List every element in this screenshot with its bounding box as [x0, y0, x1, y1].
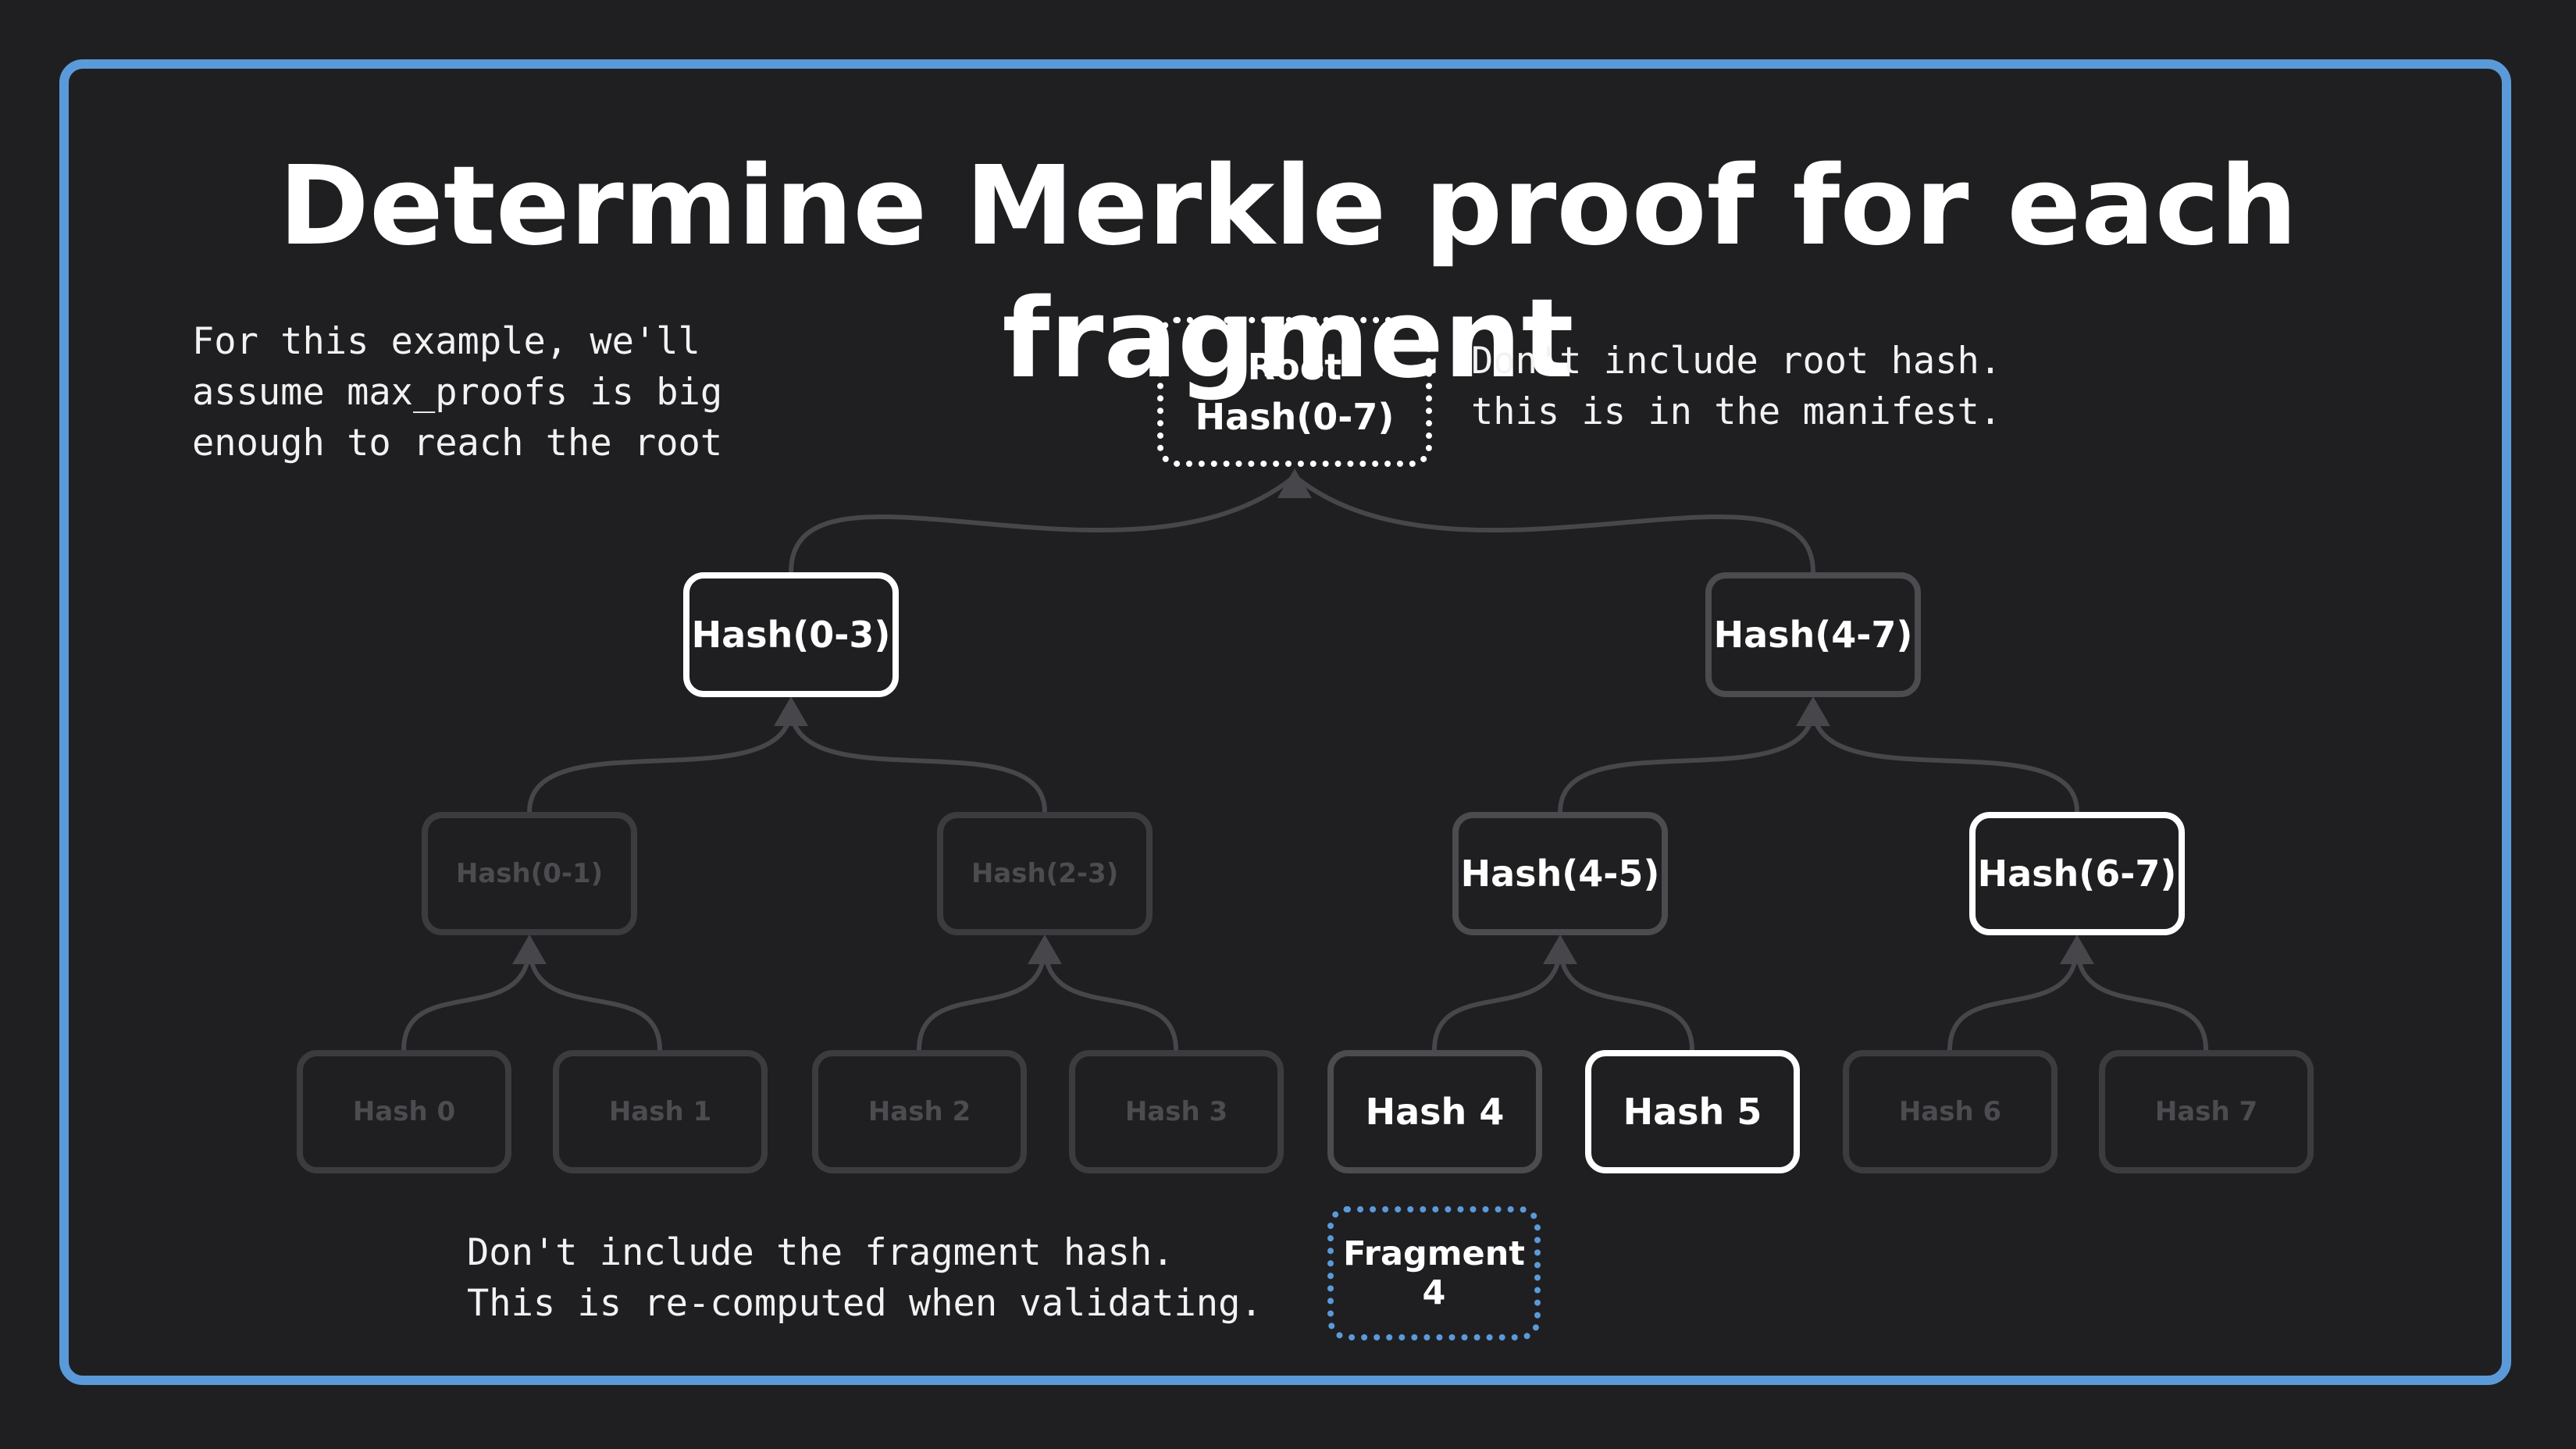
note-fragment-hash: Don't include the fragment hash. This is…: [467, 1231, 1263, 1325]
node-hash-6: Hash 6: [1843, 1050, 2058, 1173]
link-h2-h23: [917, 942, 1047, 1052]
note-max-proofs: For this example, we'll assume max_proof…: [192, 320, 723, 465]
link-h3-h23: [1042, 942, 1178, 1052]
link-h47-root: [1292, 474, 1815, 575]
node-hash-2-3: Hash(2-3): [937, 812, 1153, 935]
arrowhead-h45: [1543, 935, 1577, 964]
node-hash-1: Hash 1: [553, 1050, 768, 1173]
node-hash-0-1: Hash(0-1): [422, 812, 637, 935]
arrowhead-h67: [2060, 935, 2094, 964]
node-hash-0-3: Hash(0-3): [683, 572, 899, 697]
arrowhead-h03: [774, 696, 808, 726]
node-fragment-4: Fragment 4: [1327, 1206, 1541, 1340]
link-h1-h01: [527, 942, 662, 1052]
node-hash-7: Hash 7: [2099, 1050, 2314, 1173]
link-h5-h45: [1558, 942, 1694, 1052]
arrowhead-h23: [1028, 935, 1062, 964]
link-h45-h47: [1558, 704, 1815, 814]
arrowhead-root: [1277, 468, 1312, 498]
note-root-hash: Don't include root hash. this is in the …: [1471, 340, 2002, 433]
node-hash-2: Hash 2: [812, 1050, 1027, 1173]
link-h67-h47: [1811, 704, 2079, 814]
link-h23-h03: [789, 704, 1047, 814]
node-hash-3: Hash 3: [1069, 1050, 1284, 1173]
link-h01-h03: [527, 704, 793, 814]
node-hash-5: Hash 5: [1585, 1050, 1800, 1173]
slide-frame: [59, 59, 2511, 1385]
node-hash-0: Hash 0: [297, 1050, 511, 1173]
arrowhead-h01: [512, 935, 547, 964]
node-hash-4-5: Hash(4-5): [1452, 812, 1668, 935]
slide-title: Determine Merkle proof for each fragment: [278, 143, 2298, 403]
link-h6-h67: [1947, 942, 2079, 1052]
link-h0-h01: [401, 942, 532, 1052]
arrowhead-h47: [1796, 696, 1830, 726]
link-h7-h67: [2075, 942, 2208, 1052]
node-hash-4: Hash 4: [1327, 1050, 1542, 1173]
node-hash-6-7: Hash(6-7): [1969, 812, 2185, 935]
node-root-hash: Root Hash(0-7): [1157, 317, 1432, 467]
node-hash-4-7: Hash(4-7): [1705, 572, 1921, 697]
link-h03-root: [789, 474, 1297, 575]
link-h4-h45: [1432, 942, 1562, 1052]
